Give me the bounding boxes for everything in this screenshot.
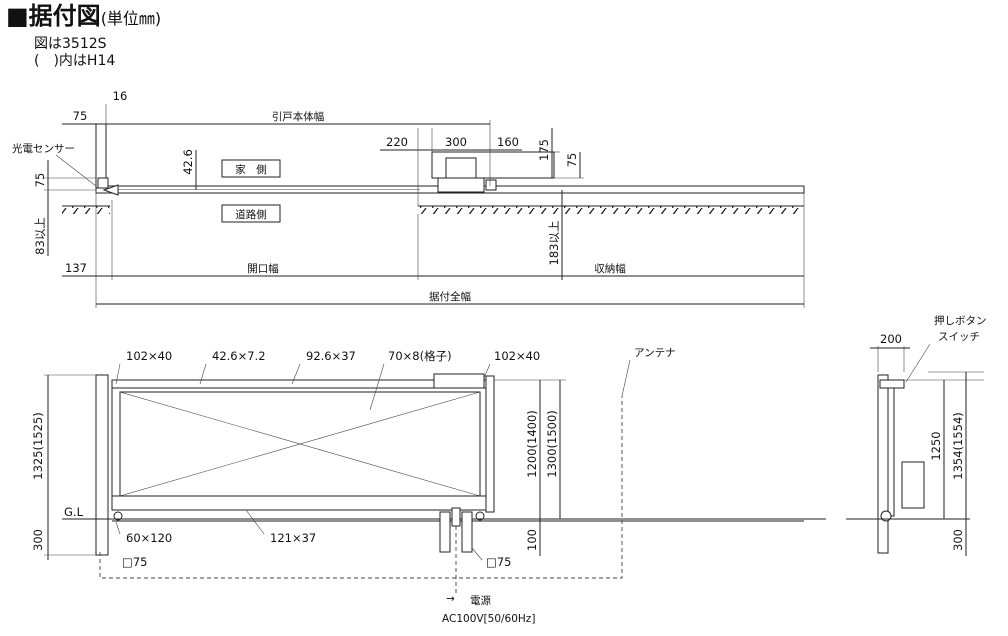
paren-note: ( )内はH14	[34, 53, 116, 69]
side-top-cap	[879, 379, 905, 389]
elev-top-rail	[111, 379, 487, 389]
side-post	[877, 374, 889, 554]
drawing-title: ■据付図(単位㎜)	[6, 2, 161, 33]
house-side-box	[221, 159, 281, 178]
dim-100: 100	[525, 529, 539, 551]
power-arrow: →	[446, 593, 455, 605]
elev-right-post	[485, 375, 495, 513]
dim-102x40-left: 102×40	[126, 349, 172, 363]
dim-75-top: 75	[73, 109, 88, 123]
road-side-label: 道路側	[235, 208, 267, 221]
dim-300: 300	[445, 135, 467, 149]
dim-sq75-left: □75	[122, 555, 148, 569]
dim-83-min: 83以上	[33, 217, 47, 255]
antenna-label: アンテナ	[634, 347, 676, 359]
side-view: 200 押しボタン スイッチ 1250 1354(1554) 300	[846, 314, 987, 556]
title-text: ■据付図	[6, 2, 101, 30]
unit-note: (単位㎜)	[100, 9, 162, 28]
power-label: 電源	[470, 594, 491, 607]
dim-160: 160	[497, 135, 519, 149]
dim-75-right: 75	[565, 153, 579, 168]
dim-1325: 1325(1525)	[31, 412, 45, 480]
dim-102x40-right: 102×40	[494, 349, 540, 363]
dim-70x8-grid: 70×8(格子)	[388, 349, 452, 363]
elev-post-foundation-left	[95, 518, 109, 556]
road-side-box	[221, 204, 281, 223]
plan-motor-base	[437, 177, 485, 193]
dim-121x37: 121×37	[270, 531, 316, 545]
elev-motor-box	[433, 373, 485, 389]
dim-175: 175	[537, 139, 551, 161]
elev-post-foundation-mid	[439, 511, 451, 553]
plan-ground-hatch-right	[418, 206, 804, 214]
dim-300-side: 300	[951, 529, 965, 551]
dim-16: 16	[113, 89, 128, 103]
drawing-header: ■据付図(単位㎜)	[6, 2, 161, 33]
power-cable	[99, 396, 623, 579]
dim-1250: 1250	[929, 431, 943, 460]
elev-gate-frame	[111, 385, 487, 511]
side-push-switch	[901, 461, 925, 509]
push-button-label: 押しボタン	[934, 314, 987, 327]
photo-sensor-label: 光電センサー	[12, 142, 75, 155]
dim-opening-width: 開口幅	[247, 262, 279, 275]
elev-bottom-rail	[111, 495, 487, 511]
side-gate-edge	[887, 387, 895, 517]
dim-42-6x7-2: 42.6×7.2	[212, 349, 266, 363]
dim-92-6x37: 92.6×37	[306, 349, 356, 363]
house-side-label: 家 側	[235, 163, 267, 176]
model-note: 図は3512S	[34, 36, 107, 52]
plan-motor-unit	[445, 157, 477, 181]
dim-137: 137	[65, 261, 87, 275]
dim-60x120: 60×120	[126, 531, 172, 545]
dim-220: 220	[386, 135, 408, 149]
dim-200: 200	[880, 332, 902, 346]
dim-body-width: 引戸本体幅	[272, 110, 325, 123]
dim-300-elev: 300	[31, 529, 45, 551]
plan-ground-hatch-left	[62, 206, 110, 214]
dim-75-left: 75	[33, 173, 47, 188]
dim-183-min: 183以上	[547, 221, 561, 266]
dim-1300: 1300(1500)	[545, 410, 559, 478]
front-elevation: アンテナ 電源 → AC100V[50/60Hz] 102×40 42.6×7.…	[31, 347, 826, 625]
plan-arrow-head	[102, 184, 119, 196]
dim-total-width: 据付全幅	[429, 290, 471, 303]
dim-storage-width: 収納幅	[594, 262, 626, 275]
dim-1354: 1354(1554)	[951, 412, 965, 480]
dim-1200: 1200(1400)	[525, 410, 539, 478]
elev-post-foundation-right	[461, 511, 473, 553]
dim-42-6: 42.6	[181, 149, 195, 175]
plan-view: 家 側 道路側 75 16 引戸本体幅 220 300 160 175 75 4…	[12, 89, 805, 308]
switch-label: スイッチ	[938, 331, 980, 343]
dim-sq75-right: □75	[486, 555, 512, 569]
voltage-label: AC100V[50/60Hz]	[442, 613, 535, 625]
gl-label: G.L	[64, 505, 84, 519]
